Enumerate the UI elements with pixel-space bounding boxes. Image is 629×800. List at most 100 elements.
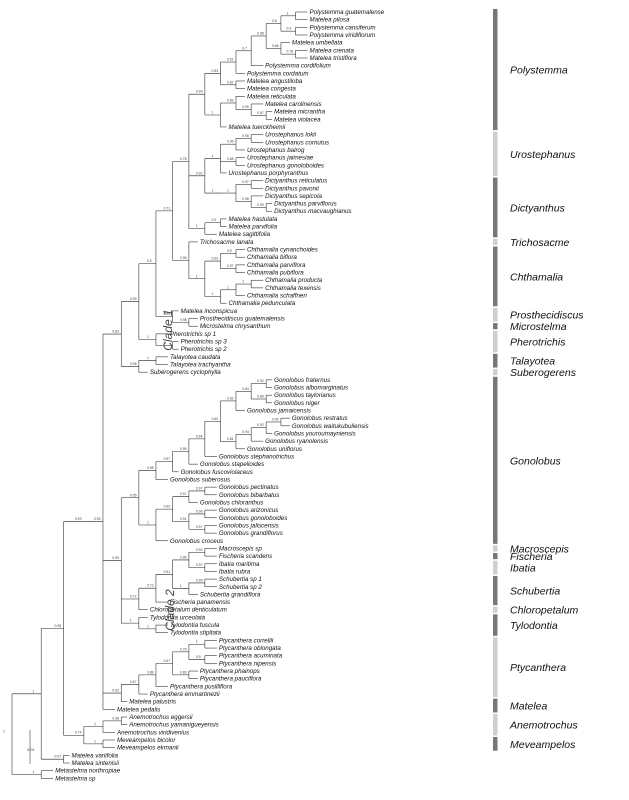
tip-label: Gonolobus bibarbatus [219, 492, 280, 499]
tip-label: Gonolobus stephanotrichus [219, 453, 294, 460]
tip-label: Matelea variifolia [72, 752, 119, 759]
support-value: 0.94 [242, 430, 249, 434]
support-value: 0.96 [196, 509, 203, 513]
support-value: 0.92 [257, 379, 264, 383]
support-value: 1 [212, 154, 214, 158]
tip-label: Urostephanus porphyranthus [229, 170, 309, 177]
support-value: 1 [180, 584, 182, 588]
genus-bar [493, 307, 498, 322]
support-value: 1 [32, 689, 34, 693]
support-value: 1 [147, 520, 149, 524]
tip-label: Tylodontia stipitata [170, 630, 222, 637]
support-value: 0.9 [287, 27, 292, 31]
support-value: 0.72 [130, 594, 137, 598]
support-value: 0.66 [272, 44, 279, 48]
support-value: 0.99 [272, 417, 279, 421]
support-value: 0.63 [212, 417, 219, 421]
support-value: 0.96 [180, 256, 187, 260]
tip-label: Dictyanthus parviflorus [274, 201, 337, 208]
genus-bar [493, 545, 498, 552]
support-value: 0.83 [112, 330, 119, 334]
tip-label: Polystemma cordifolium [265, 63, 331, 70]
support-value: 1 [212, 292, 214, 296]
support-value: 0.98 [147, 466, 154, 470]
support-value: 0.67 [164, 659, 171, 663]
genus-bar [493, 177, 498, 238]
tip-label: Dictyanthus reticulatus [265, 178, 327, 185]
tip-label: Gonolobus albomarginatus [274, 385, 348, 392]
support-value: 0.99 [196, 578, 203, 582]
genus-bar [493, 8, 498, 131]
support-value: 1 [196, 640, 198, 644]
tip-label: Talayotea trachyantha [170, 362, 231, 369]
tip-label: Matelea carolinensis [265, 101, 321, 108]
support-value: 0.98 [242, 134, 249, 138]
tip-label: Gonolobus croceus [170, 538, 223, 545]
genus-label: Chthamalia [510, 271, 563, 283]
support-value: 0.5 [147, 259, 152, 263]
genus-label: Pherotrichis [510, 337, 566, 349]
genus-bar [493, 576, 498, 606]
genus-bar [493, 713, 498, 736]
support-value: 0.97 [196, 563, 203, 567]
genus-label: Ibatia [510, 563, 536, 575]
tip-label: Gonolobus restratus [292, 415, 348, 422]
tip-label: Gonolobus taylorianus [274, 392, 336, 399]
tip-label: Chthamalia pedunculata [229, 300, 296, 307]
tip-label: Matelea violacea [274, 116, 321, 123]
support-value: 1 [147, 335, 149, 339]
support-value: 0.67 [130, 680, 137, 684]
tip-label: Matelea angustiloba [247, 78, 303, 85]
support-value: 0.8 [272, 19, 277, 23]
genus-bar [493, 553, 498, 560]
support-value: 0.95 [242, 105, 249, 109]
support-value: 0.81 [227, 437, 234, 441]
genus-bar [493, 606, 498, 613]
genus-bar [493, 330, 498, 353]
support-value: 1 [94, 722, 96, 726]
support-value: 1 [227, 189, 229, 193]
tip-label: Gonolobus niger [274, 400, 320, 407]
tip-label: Pherotrichis sp 3 [181, 339, 228, 346]
tip-label: Schubertia sp 1 [219, 576, 262, 583]
clade1-label: Clade 1 [161, 309, 175, 350]
genus-label: Gonolobus [510, 455, 562, 467]
support-value: 0.97 [196, 486, 203, 490]
genus-label: Chloropetalum [510, 605, 579, 617]
support-value: 0.84 [242, 387, 249, 391]
tip-label: Matelea micrantha [274, 109, 325, 116]
support-value: 0.98 [130, 362, 137, 366]
tip-label: Chthamalia cynanchoides [247, 247, 318, 254]
tip-label: Gonolobus grandiflorus [219, 530, 283, 537]
support-value: 0.99 [112, 556, 119, 560]
tip-label: Matelea palustris [129, 699, 176, 706]
support-value: 0.78 [180, 157, 187, 161]
support-value: 0.87 [257, 111, 264, 115]
tree-branches [11, 11, 308, 779]
tip-label: Gonolobus stapelioides [200, 461, 264, 468]
support-value: 1 [147, 356, 149, 360]
tip-label: Trichosacme lanata [200, 239, 254, 246]
tip-label: Ptycanthera pusilliflora [170, 683, 233, 690]
tip-label: Gonolobus suberosus [170, 476, 230, 483]
support-value: 0.91 [164, 570, 171, 574]
tip-label: Ptycanthera oblongata [219, 645, 281, 652]
tip-label: Metastelma northropiae [55, 768, 121, 775]
genus-bar [493, 131, 498, 176]
tip-label: Chthamalia biflora [247, 254, 297, 261]
tip-label: Gonolobus uniflorus [247, 446, 302, 453]
support-value: 1 [32, 770, 34, 774]
support-value: 1 [196, 224, 198, 228]
support-value: 1 [212, 110, 214, 114]
support-value: 0.92 [112, 689, 119, 693]
tip-label: Matelea sintenisii [72, 760, 120, 767]
genus-bar [493, 637, 498, 698]
support-value: 0.99 [75, 517, 82, 521]
support-value: 1 [94, 739, 96, 743]
tip-label: Matelea pilosa [310, 17, 350, 24]
tip-label: Gonolobus ryanolensis [265, 438, 328, 445]
tip-label: Gonolobus fuscoviolaceus [181, 469, 253, 476]
support-value: 1 [227, 285, 229, 289]
